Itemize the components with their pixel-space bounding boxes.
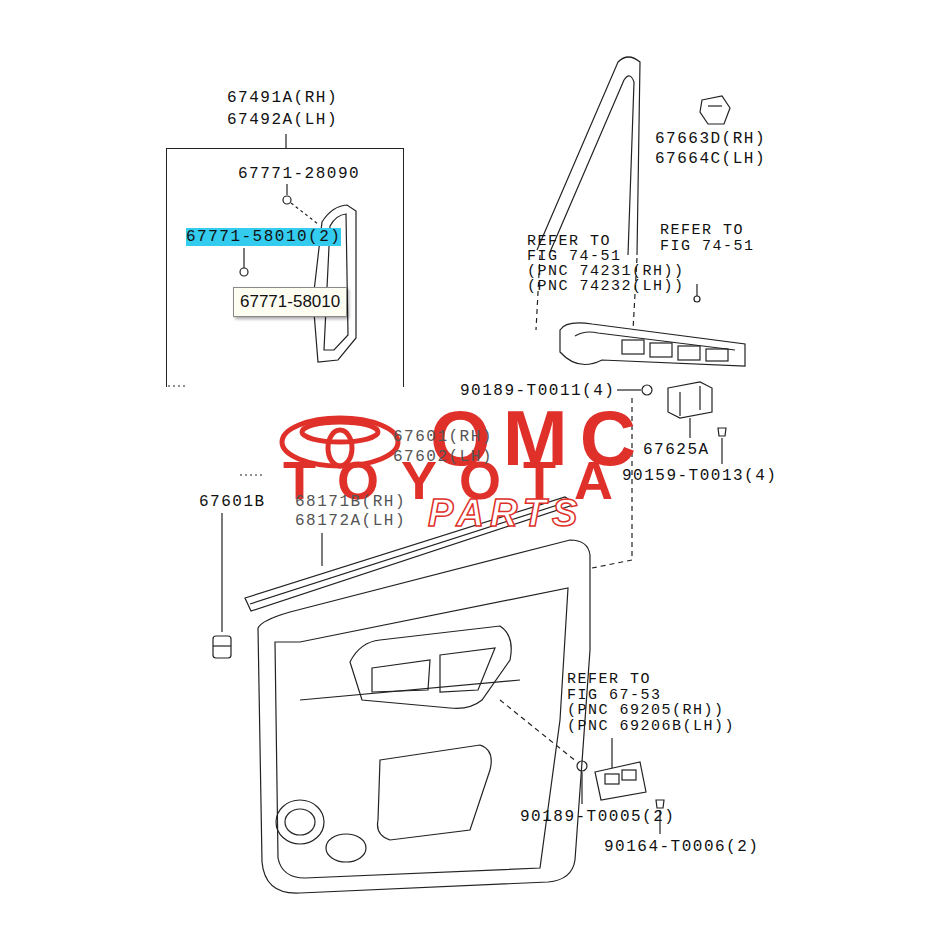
part-number: 67601B (199, 493, 266, 511)
reference-note: (PNC 69205(RH)) (567, 702, 725, 720)
tooltip-part-number: 67771-58010 (240, 291, 340, 313)
part-number: 68172A(LH) (295, 512, 406, 530)
group-bracket: 67491A(RH) 67492A(LH)67771-58010 (166, 148, 404, 387)
watermark: PARTS (428, 493, 583, 533)
reference-note: (PNC 74232(LH)) (527, 278, 685, 296)
reference-note: (PNC 69206B(LH)) (567, 718, 735, 736)
part-number: 67663D(RH) (655, 130, 766, 148)
part-number: 67601(RH) (393, 428, 493, 446)
part-number: 90189-T0005(2) (520, 808, 675, 826)
part-number: 90164-T0006(2) (604, 838, 759, 856)
part-number: 68171B(RH) (295, 493, 406, 511)
part-number: 67602(LH) (393, 448, 493, 466)
reference-note: REFER TO (660, 222, 744, 240)
part-tooltip: 67771-58010 (233, 287, 347, 317)
reference-note: FIG 74-51 (660, 238, 755, 256)
part-number: 90159-T0013(4) (622, 467, 777, 485)
group-part-number: 67491A(RH) 67492A(LH) (227, 87, 357, 131)
part-number: 67771-28090 (238, 165, 360, 183)
reference-note: REFER TO (567, 671, 651, 689)
part-number: 67625A (643, 441, 710, 459)
part-number: 90189-T0011(4) (460, 382, 615, 400)
highlighted-part-number: 67771-58010(2) (186, 228, 341, 246)
part-number: 67664C(LH) (655, 150, 766, 168)
